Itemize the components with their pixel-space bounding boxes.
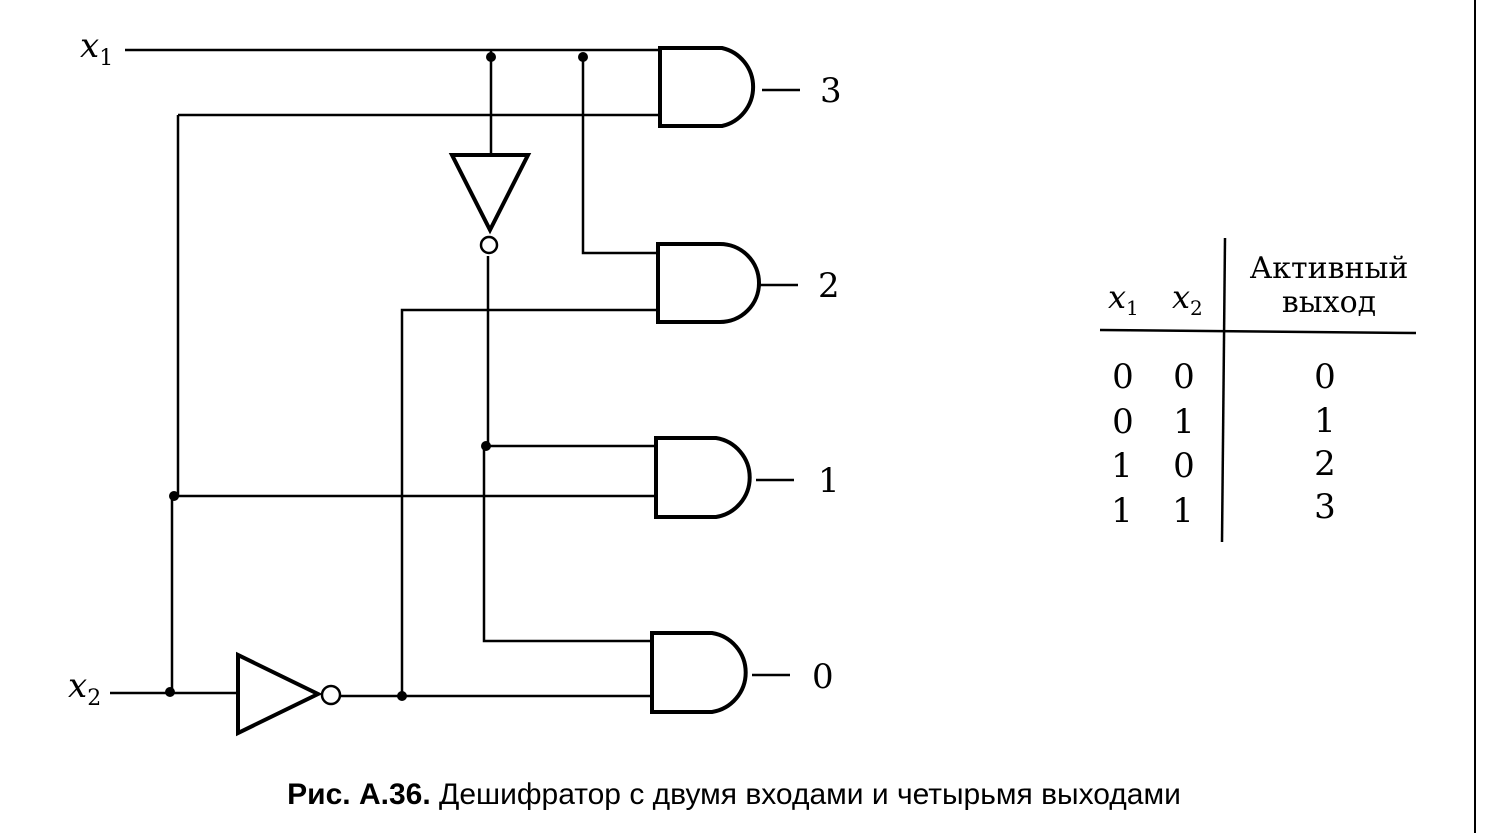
output-label-1: 1 <box>818 461 840 501</box>
table-cell-out: 2 <box>1314 444 1336 484</box>
table-header-output-line2: выход <box>1282 285 1376 320</box>
wire-x2-vertical <box>170 115 180 693</box>
input-x1-label: x1 <box>80 26 113 71</box>
output-label-3: 3 <box>820 71 842 111</box>
truth-table: x1 x2 Активный выход 0 0 0 0 1 1 1 0 2 1… <box>1099 237 1417 543</box>
inverter-x2-bubble <box>320 684 342 706</box>
table-cell-x2: 1 <box>1172 491 1194 531</box>
junction-dot <box>486 52 496 62</box>
and-gate-1 <box>654 436 752 519</box>
inverter-x1-bubble <box>479 235 499 255</box>
input-x2-label: x2 <box>68 666 101 711</box>
junction-dot <box>578 52 588 62</box>
output-label-0: 0 <box>812 657 834 697</box>
and-gate-2 <box>656 242 761 324</box>
page-edge-rule <box>1474 0 1476 833</box>
table-cell-out: 0 <box>1314 357 1336 397</box>
table-cell-x2: 0 <box>1173 357 1195 397</box>
wire-notx2-to-gate2 <box>400 308 658 696</box>
junction-dot <box>165 687 175 697</box>
table-header-output-line1: Активный <box>1250 251 1409 286</box>
table-cell-x1: 0 <box>1112 357 1134 397</box>
caption-label: Рис. А.36. <box>287 778 431 811</box>
table-cell-out: 3 <box>1314 487 1336 527</box>
junction-dot <box>397 691 407 701</box>
and-gate-3 <box>658 46 756 128</box>
table-cell-x1: 0 <box>1112 402 1134 442</box>
wire-notx1-to-gate0 <box>482 446 652 643</box>
junction-dot <box>481 441 491 451</box>
table-cell-x2: 1 <box>1173 402 1195 442</box>
output-label-2: 2 <box>818 266 840 306</box>
table-column-rule <box>1220 237 1227 543</box>
caption-text: Дешифратор с двумя входами и четырьмя вы… <box>439 778 1181 811</box>
inverter-x2 <box>236 651 323 737</box>
figure-caption: Рис. А.36. Дешифратор с двумя входами и … <box>0 778 1480 812</box>
wires <box>110 48 800 698</box>
table-cell-out: 1 <box>1314 401 1336 441</box>
wire-x1-to-gate2 <box>581 57 658 255</box>
table-cell-x2: 0 <box>1173 446 1195 486</box>
table-header-x1: x1 <box>1108 278 1139 320</box>
table-header-rule <box>1099 328 1417 335</box>
and-gate-0 <box>650 631 748 714</box>
junction-dot <box>169 491 179 501</box>
table-cell-x1: 1 <box>1111 491 1133 531</box>
junction-dots <box>165 52 588 701</box>
inverter-x1 <box>448 153 532 235</box>
table-header-x2: x2 <box>1172 278 1203 320</box>
table-cell-x1: 1 <box>1111 446 1133 486</box>
